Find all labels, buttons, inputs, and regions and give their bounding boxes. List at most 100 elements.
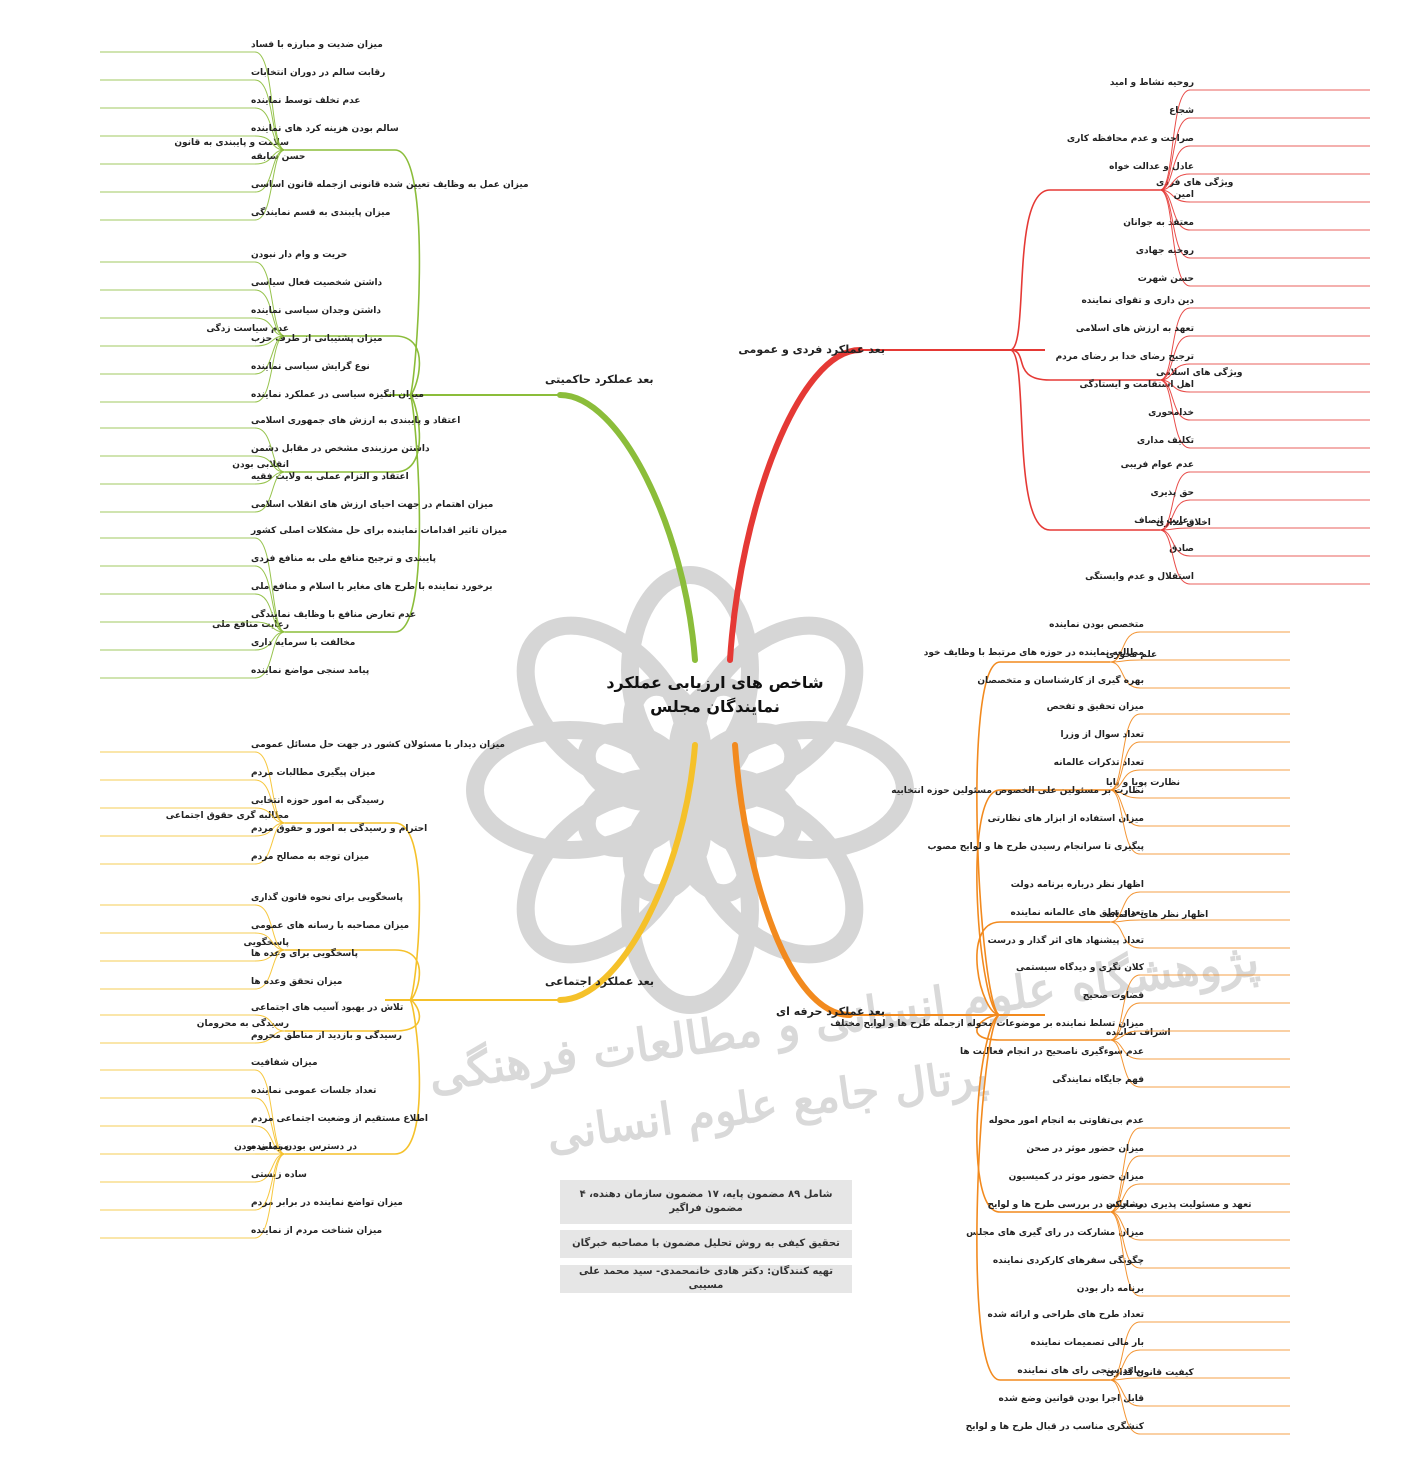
- social-group-label: رسیدگی به محرومان: [197, 1017, 289, 1029]
- professional-group-label: نظارت پویا و پایا: [1106, 778, 1180, 788]
- social-item: میزان پیگیری مطالبات مردم: [251, 766, 375, 778]
- individual-label: بعد عملکرد فردی و عمومی: [738, 343, 885, 356]
- sovereignty-group-link: [394, 335, 421, 396]
- professional-group-label: تعهد و مسئولیت پذیری در مجلس: [1106, 1200, 1252, 1210]
- social-group-link: [394, 822, 421, 1001]
- professional-item: میزان حضور موثر در کمیسیون: [1009, 1172, 1144, 1182]
- social-item: میزان دیدار با مسئولان کشور در جهت حل مس…: [251, 740, 505, 750]
- individual-item: اهل استقامت و ایستادگی: [1079, 378, 1194, 390]
- social-item: میزان تحقق وعده ها: [251, 977, 342, 987]
- social-group-label: پاسخگویی: [244, 936, 289, 948]
- social-trunk: [557, 742, 698, 1003]
- professional-trunk: [732, 742, 853, 1018]
- sovereignty-group-label: عدم سیاست زدگی: [206, 322, 289, 334]
- sovereignty-item: داشتن شخصیت فعال سیاسی: [251, 278, 383, 288]
- individual-item: صراحت و عدم محافظه کاری: [1067, 134, 1194, 144]
- professional-item: کنشگری مناسب در قبال طرح ها و لوایح: [966, 1420, 1145, 1432]
- sovereignty-item: حریت و وام دار نبودن: [251, 250, 347, 260]
- social-group-label: مردمی بودن: [234, 1142, 289, 1152]
- sovereignty-item: میزان پشتیبانی از طرف حزب: [251, 334, 383, 344]
- social-item: ساده زیستی: [251, 1170, 307, 1180]
- individual-item: ترجیح رضای خدا بر رضای مردم: [1056, 352, 1194, 362]
- individual-item: معتقد به جوانان: [1123, 218, 1194, 228]
- professional-item: برنامه دار بودن: [1077, 1284, 1144, 1294]
- sovereignty-item: اعتقاد و التزام عملی به ولایت فقیه: [251, 472, 409, 482]
- professional-group-link: [976, 921, 1001, 1016]
- professional-group-label: کیفیت قانون گذاری: [1106, 1366, 1195, 1378]
- professional-group-link: [976, 1014, 1001, 1041]
- sovereignty-item: میزان انگیزه سیاسی در عملکرد نماینده: [251, 388, 424, 400]
- professional-item: متخصص بودن نماینده: [1049, 620, 1144, 630]
- individual-item: شجاع: [1169, 106, 1194, 116]
- individual-item: دین داری و تقوای نماینده: [1081, 296, 1194, 306]
- social-item: اطلاع مستقیم از وضعیت اجتماعی مردم: [251, 1114, 428, 1124]
- social-item: میزان شفافیت: [251, 1058, 318, 1068]
- individual-item: حق پذیری: [1150, 488, 1194, 498]
- sovereignty-item: عدم تعارض منافع با وظایف نمایندگی: [251, 608, 416, 620]
- individual-group-link: [1009, 189, 1051, 351]
- professional-label: بعد عملکرد حرفه ای: [776, 1005, 885, 1018]
- social-item: رسیدگی و بازدید از مناطق محروم: [251, 1029, 402, 1041]
- professional-group-label: علم محوری: [1106, 650, 1157, 660]
- social-item: تلاش در بهبود آسیب های اجتماعی: [251, 1001, 403, 1013]
- sovereignty-group-link: [394, 394, 421, 473]
- individual-item: خدامحوری: [1148, 408, 1194, 418]
- sovereignty-item: نوع گرایش سیاسی نماینده: [251, 360, 370, 372]
- professional-item: نظارت بر مسئولین علی الخصوص مسئولین حوزه…: [891, 786, 1144, 796]
- info-themes-count: شامل ۸۹ مضمون پایه، ۱۷ مضمون سازمان دهند…: [560, 1180, 852, 1224]
- individual-group-label: ویژگی های اسلامی: [1156, 366, 1243, 378]
- info-authors: تهیه کنندگان: دکتر هادی خانمحمدی- سید مح…: [560, 1265, 852, 1293]
- professional-item: مشارکت در بررسی طرح ها و لوایح: [987, 1200, 1144, 1210]
- social-item: میزان شناخت مردم از نماینده: [251, 1226, 382, 1236]
- professional-item: تعداد تذکرات عالمانه: [1054, 758, 1144, 768]
- professional-item: میزان تحقیق و تفحص: [1047, 702, 1144, 712]
- sovereignty-item: میزان اهتمام در جهت احیای ارزش های انقلا…: [251, 500, 493, 510]
- sovereignty-item: پایبندی و ترجیح منافع ملی به منافع فردی: [251, 554, 436, 564]
- sovereignty-item: میزان تاثیر اقدامات نماینده برای حل مشکل…: [250, 526, 507, 536]
- sovereignty-group-label: سلامت و پایبندی به قانون: [174, 138, 289, 148]
- central-title-line-2: نمایندگان مجلس: [650, 697, 780, 716]
- social-item: رسیدگی به امور حوزه انتخابی: [251, 794, 384, 806]
- social-item: میزان مصاحبه با رسانه های عمومی: [251, 921, 409, 931]
- info-method: تحقیق کیفی به روش تحلیل مضمون با مصاحبه …: [560, 1230, 852, 1258]
- professional-item: قضاوت صحیح: [1083, 991, 1144, 1001]
- social-item: میزان تواضع نماینده در برابر مردم: [251, 1198, 403, 1208]
- individual-item: رعایت انصاف: [1134, 516, 1194, 526]
- social-item: تعداد جلسات عمومی نماینده: [251, 1086, 376, 1096]
- individual-item: تکلیف مداری: [1137, 436, 1194, 446]
- sovereignty-group-label: انقلابی بودن: [232, 460, 289, 470]
- professional-item: اظهار نظر درباره برنامه دولت: [1011, 880, 1144, 890]
- professional-item: تعداد طرح های طراحی و ارائه شده: [988, 1310, 1145, 1320]
- social-item: پاسخگویی برای وعده ها: [251, 947, 358, 959]
- professional-group-link: [976, 789, 1001, 1016]
- sovereignty-item: پیامد سنجی مواضع نماینده: [251, 666, 369, 676]
- individual-item: عدم عوام فریبی: [1121, 460, 1194, 470]
- central-title-line-1: شاخص های ارزیابی عملکرد: [606, 673, 823, 692]
- social-group-label: مطالبه گری حقوق اجتماعی: [166, 809, 289, 821]
- sovereignty-item: میزان ضدیت و مبارزه با فساد: [251, 40, 383, 50]
- social-item: پاسخگویی برای نحوه قانون گذاری: [251, 891, 403, 903]
- professional-item: پیگیری تا سرانجام رسیدن طرح ها و لوایح م…: [928, 840, 1144, 852]
- social-item: میزان توجه به مصالح مردم: [251, 852, 369, 862]
- individual-item: تعهد به ارزش های اسلامی: [1076, 324, 1194, 334]
- professional-item: فهم جایگاه نمایندگی: [1052, 1073, 1144, 1085]
- sovereignty-item: برخورد نماینده با طرح های مغایر با اسلام…: [251, 582, 493, 592]
- professional-item: چگونگی سفرهای کارکردی نماینده: [993, 1254, 1144, 1266]
- social-label: بعد عملکرد اجتماعی: [545, 975, 654, 988]
- professional-item: میزان استفاده از ابزار های نظارتی: [988, 814, 1144, 824]
- individual-item: روحیه نشاط و امید: [1110, 78, 1194, 88]
- social-group-link: [394, 999, 421, 1155]
- sovereignty-item: داشتن وجدان سیاسی نماینده: [251, 306, 381, 316]
- sovereignty-trunk: [557, 392, 698, 663]
- individual-item: استقلال و عدم وابستگی: [1085, 570, 1194, 582]
- social-group-link: [394, 949, 421, 1001]
- professional-item: میزان مشارکت در رای گیری های مجلس: [966, 1226, 1144, 1238]
- sovereignty-label: بعد عملکرد حاکمیتی: [545, 373, 654, 386]
- professional-group-link: [976, 661, 1001, 1016]
- professional-group-link: [976, 1014, 1001, 1213]
- individual-trunk: [727, 347, 863, 663]
- professional-item: تعداد نطق های عالمانه نماینده: [1010, 908, 1144, 918]
- sovereignty-item: میزان پایبندی به قسم نمایندگی: [251, 206, 390, 218]
- sovereignty-item: سالم بودن هزینه کرد های نماینده: [251, 124, 399, 134]
